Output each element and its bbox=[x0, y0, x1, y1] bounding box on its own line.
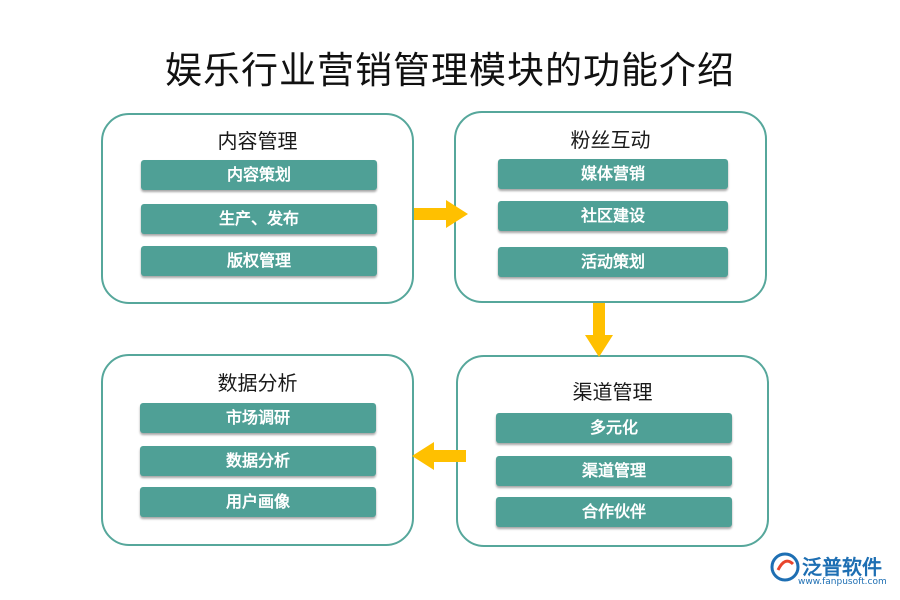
module-title: 数据分析 bbox=[217, 371, 298, 395]
item-diversification: 多元化 bbox=[496, 413, 732, 443]
item-channel-management: 渠道管理 bbox=[496, 456, 732, 486]
logo-url: www.fanpusoft.com bbox=[798, 577, 887, 587]
item-production-publishing: 生产、发布 bbox=[141, 204, 377, 234]
module-data-analysis: 数据分析 市场调研 数据分析 用户画像 bbox=[101, 354, 414, 546]
arrow-right-icon bbox=[414, 200, 468, 228]
item-media-marketing: 媒体营销 bbox=[498, 159, 728, 189]
item-content-planning: 内容策划 bbox=[141, 160, 377, 190]
item-copyright-management: 版权管理 bbox=[141, 246, 377, 276]
item-partners: 合作伙伴 bbox=[496, 497, 732, 527]
module-title: 渠道管理 bbox=[572, 380, 653, 404]
item-event-planning: 活动策划 bbox=[498, 247, 728, 277]
diagram-title: 娱乐行业营销管理模块的功能介绍 bbox=[165, 49, 735, 92]
logo-name: 泛普软件 bbox=[802, 555, 882, 579]
fanpu-logo-icon bbox=[770, 552, 800, 582]
arrow-left-icon bbox=[412, 442, 466, 470]
brand-logo: 泛普软件 www.fanpusoft.com bbox=[770, 550, 895, 590]
item-community-building: 社区建设 bbox=[498, 201, 728, 231]
module-channel-management: 渠道管理 多元化 渠道管理 合作伙伴 bbox=[456, 355, 769, 547]
module-fan-interaction: 粉丝互动 媒体营销 社区建设 活动策划 bbox=[454, 111, 767, 303]
module-title: 内容管理 bbox=[217, 129, 298, 153]
item-user-profiling: 用户画像 bbox=[140, 487, 376, 517]
module-title: 粉丝互动 bbox=[570, 128, 651, 152]
item-market-research: 市场调研 bbox=[140, 403, 376, 433]
module-content-management: 内容管理 内容策划 生产、发布 版权管理 bbox=[101, 113, 414, 304]
item-data-analysis: 数据分析 bbox=[140, 446, 376, 476]
arrow-down-icon bbox=[585, 303, 613, 357]
